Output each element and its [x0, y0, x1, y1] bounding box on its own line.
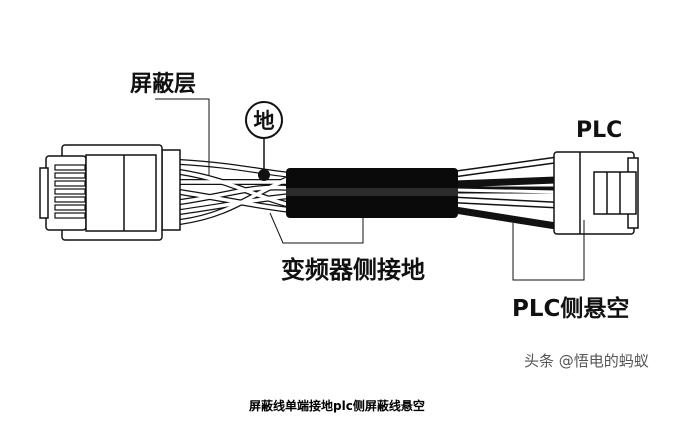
- leader-lines: [155, 98, 585, 281]
- watermark: 头条 @悟电的蚂蚁: [524, 352, 649, 370]
- left-wires: [177, 159, 293, 225]
- ground-label: 地: [254, 109, 275, 133]
- right-wires: [454, 156, 557, 230]
- ground-circle-icon: [245, 101, 283, 139]
- plc-label: PLC: [576, 118, 622, 143]
- cable-sleeve: [286, 168, 458, 218]
- vfd-side-ground-label: 变频器侧接地: [281, 256, 425, 284]
- plc-side-floating-label: PLC侧悬空: [512, 295, 629, 322]
- ground-point-dot: [258, 169, 270, 181]
- rj45-connector: [39, 144, 181, 241]
- ground-symbol: 地: [245, 101, 283, 181]
- connector-pins: [54, 164, 86, 219]
- shield-layer-label: 屏蔽层: [130, 72, 196, 97]
- plc-connector: [553, 151, 639, 235]
- image-caption: 屏蔽线单端接地plc侧屏蔽线悬空: [249, 399, 425, 413]
